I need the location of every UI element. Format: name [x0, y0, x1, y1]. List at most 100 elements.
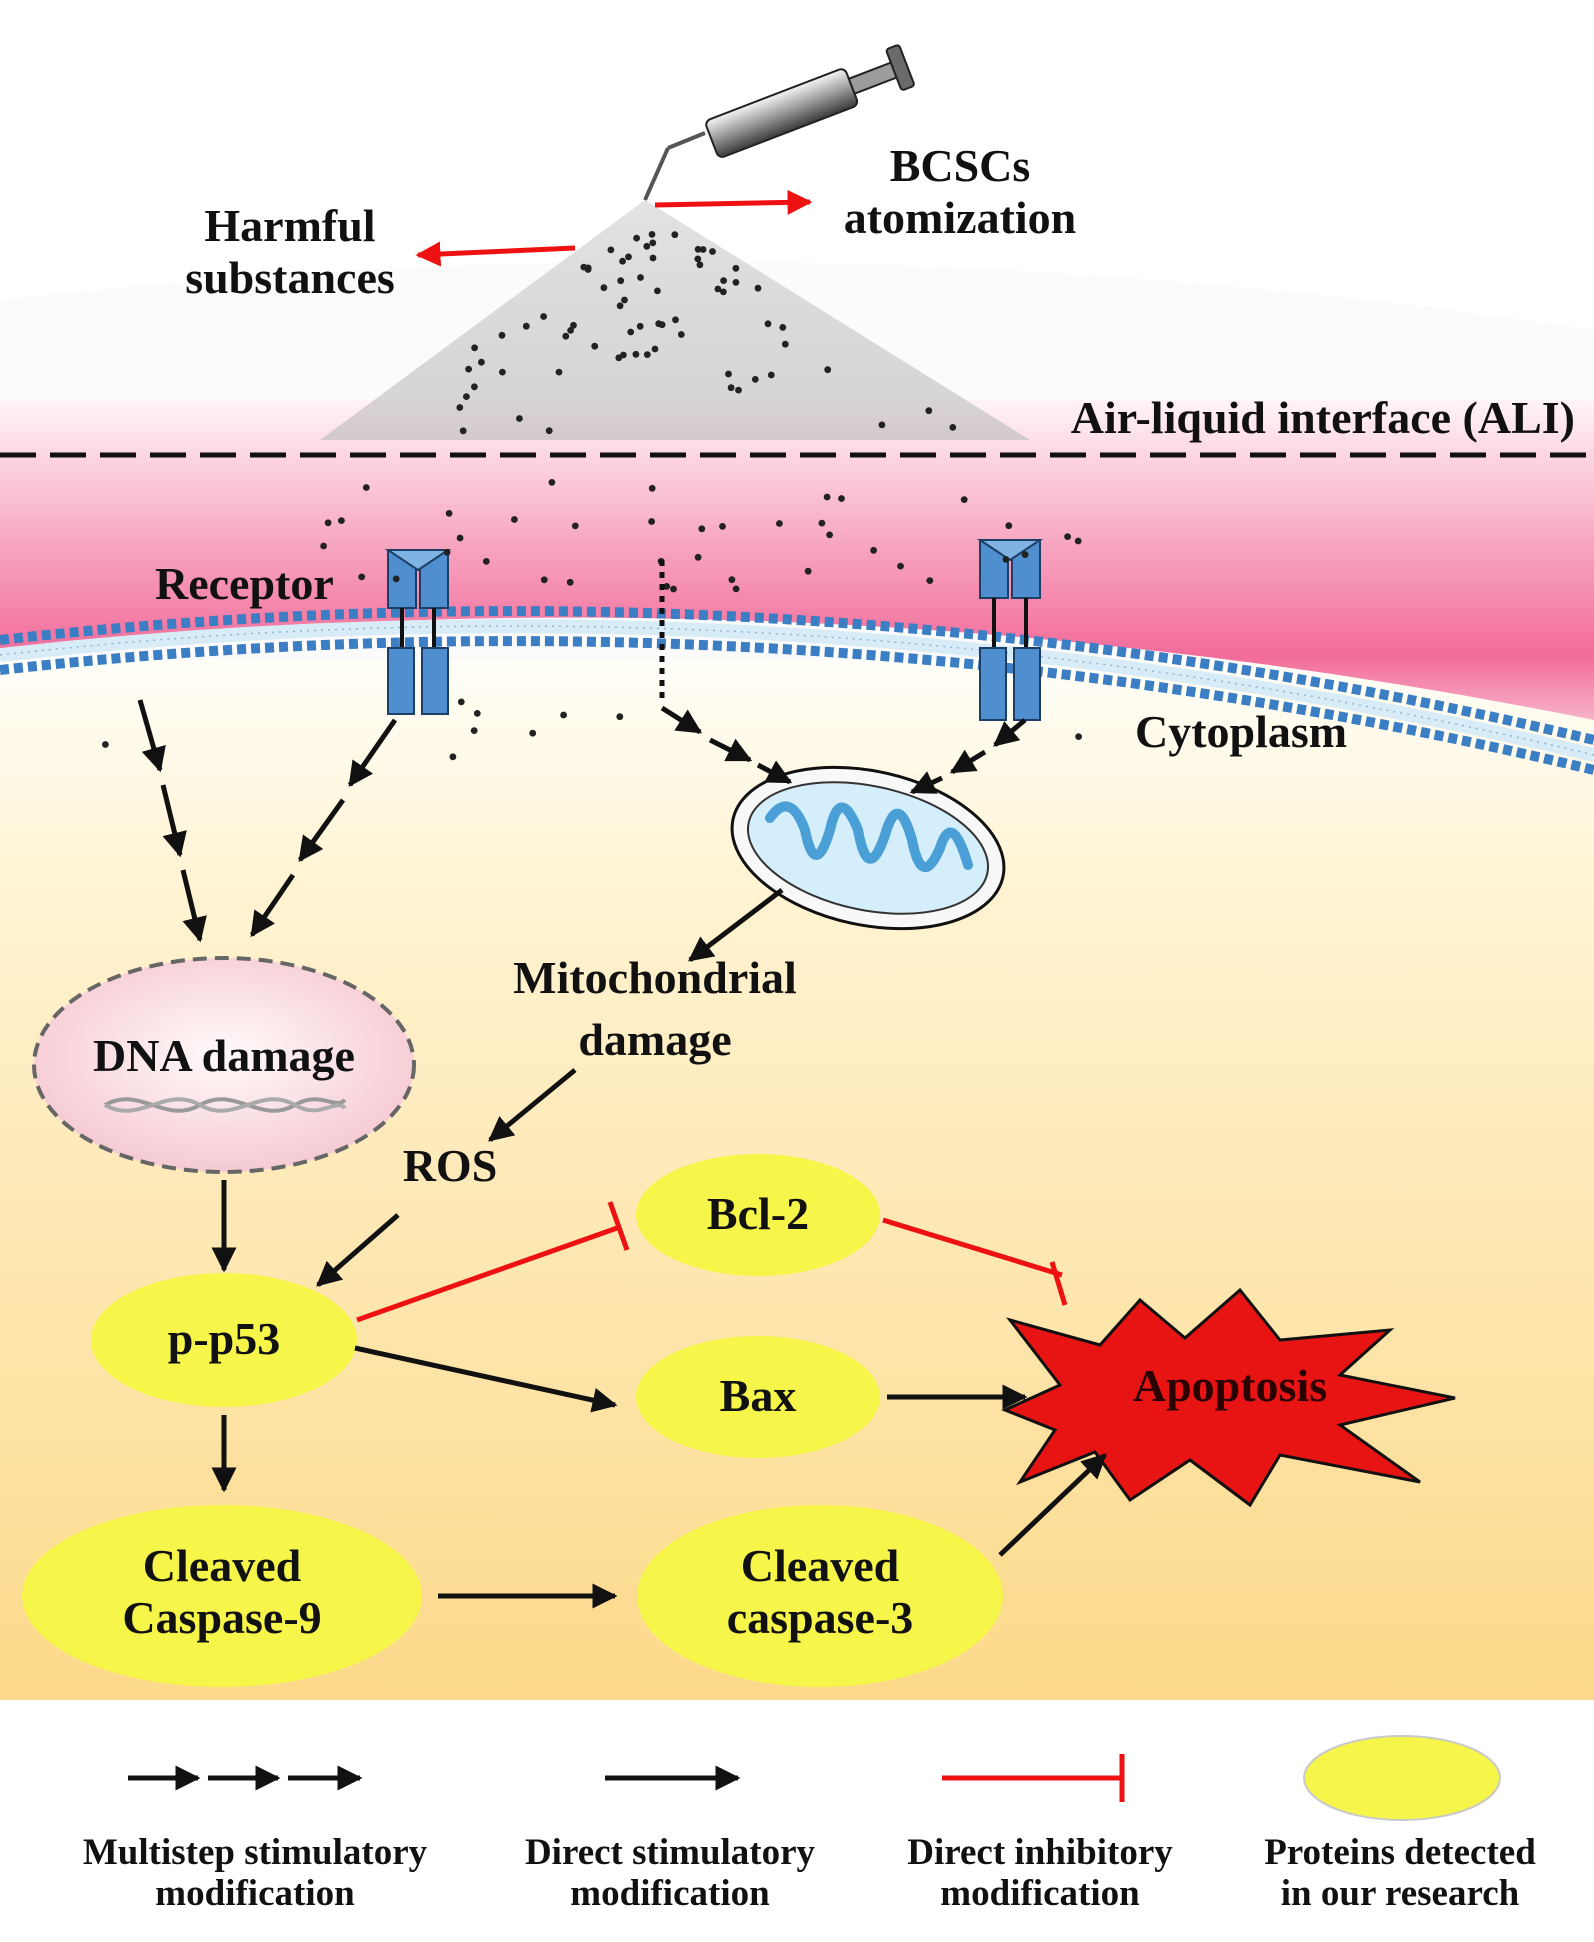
aerosol-droplet: [655, 320, 663, 328]
aerosol-droplet: [720, 277, 727, 284]
aerosol-droplet: [1005, 522, 1013, 530]
aerosol-droplet: [498, 331, 506, 339]
multistep-arrow: [993, 718, 1027, 747]
aerosol-droplet: [677, 331, 685, 338]
aerosol-droplet: [897, 562, 904, 570]
caspase3-to-apoptosis-arrow: [998, 1453, 1107, 1557]
aerosol-droplet: [591, 342, 599, 350]
aerosol-droplet: [615, 354, 623, 362]
aerosol-droplet: [562, 332, 570, 340]
ali-label: Air-liquid interface (ALI): [1070, 392, 1575, 443]
aerosol-droplet: [358, 573, 366, 581]
aerosol-droplet: [781, 340, 789, 348]
aerosol-droplet: [1002, 556, 1010, 563]
aerosol-droplet: [632, 350, 640, 358]
multistep-arrow: [708, 737, 753, 763]
aerosol-droplet: [636, 322, 644, 330]
bcl2-inhibits-apoptosis-line: [882, 1217, 1063, 1278]
aerosol-droplet: [560, 711, 567, 719]
damage-to-ros-arrow: [488, 1068, 577, 1142]
pp53-label: p-p53: [167, 1313, 281, 1364]
aerosol-droplet: [925, 407, 933, 415]
aerosol-droplet: [463, 393, 470, 400]
aerosol-droplet: [824, 366, 832, 374]
aerosol-droplet: [672, 316, 679, 324]
aerosol-droplet: [699, 246, 707, 253]
ros-label: ROS: [402, 1140, 498, 1191]
aerosol-droplet: [764, 320, 772, 328]
mito-to-damage-arrow: [688, 888, 784, 962]
pp53-inhibits-bcl2-line: [356, 1224, 621, 1323]
aerosol-droplet: [570, 321, 577, 329]
aerosol-droplet: [470, 727, 478, 734]
aerosol-droplet: [1021, 551, 1029, 558]
receptor-icon: [384, 549, 452, 715]
aerosol-droplet: [1064, 533, 1071, 540]
bcl2-label: Bcl-2: [706, 1188, 810, 1239]
harmful-red-arrow: [415, 241, 576, 267]
aerosol-droplet: [767, 371, 775, 379]
inhibition-bar: [1049, 1261, 1068, 1306]
aerosol-droplet: [727, 384, 735, 392]
aerosol-droplet: [545, 427, 553, 435]
aerosol-droplet: [709, 248, 716, 255]
aerosol-droplet: [102, 741, 109, 748]
dna-damage-node: [32, 956, 416, 1174]
aerosol-droplet: [571, 522, 579, 530]
aerosol-droplet: [720, 288, 727, 296]
aerosol-droplet: [643, 351, 651, 358]
receptor-icon: [976, 539, 1044, 721]
multistep-arrow: [137, 699, 166, 773]
receptor-label: Receptor: [155, 558, 334, 609]
aerosol-droplet: [600, 284, 608, 292]
aerosol-droplet: [456, 534, 464, 542]
aerosol-particles: [102, 231, 1082, 761]
atomization-red-arrow: [654, 189, 813, 215]
aerosol-droplet: [465, 365, 472, 373]
aerosol-droplet: [651, 345, 659, 353]
multistep-arrow: [347, 718, 398, 788]
aerosol-droplet: [926, 577, 934, 584]
aerosol-droplet: [649, 254, 657, 262]
aerosol-droplet: [826, 531, 833, 539]
mitochondrion-icon: [730, 765, 1006, 931]
aerosol-droplet: [870, 546, 877, 554]
legend-panel: [0, 1700, 1594, 1942]
aerosol-droplet: [694, 255, 702, 263]
pp53-node: [91, 1273, 357, 1407]
apoptosis-burst-icon: [1001, 1287, 1456, 1508]
aerosol-droplet: [776, 520, 783, 527]
multistep-arrow: [756, 760, 793, 785]
aerosol-droplet: [670, 585, 677, 593]
dna-damage-label: DNA damage: [93, 1030, 355, 1081]
aerosol-droplet: [540, 576, 548, 584]
aerosol-droplet: [621, 296, 628, 304]
inhibition-bar: [607, 1201, 630, 1251]
aerosol-droplet: [694, 245, 702, 253]
extracellular-fluid-layer: [0, 400, 1594, 720]
aerosol-droplet: [714, 285, 722, 293]
aerosol-droplet: [694, 553, 702, 561]
lipid-bilayer-icon: [0, 606, 1594, 775]
multistep-arrow: [909, 771, 944, 795]
aerosol-droplet: [457, 698, 465, 706]
aerosol-droplet: [732, 279, 740, 286]
aerosol-droplet: [529, 729, 537, 737]
multistep-arrow: [160, 784, 187, 858]
aerosol-droplet: [725, 370, 732, 378]
aerosol-droplet: [617, 277, 625, 285]
syringe-icon: [643, 44, 915, 201]
aerosol-droplet: [648, 231, 656, 238]
aerosol-droplet: [459, 427, 467, 435]
aerosol-droplet: [754, 284, 762, 292]
aerosol-droplet: [671, 231, 679, 239]
aerosol-droplet: [804, 567, 812, 575]
multistep-arrow: [660, 705, 703, 735]
aerosol-droplet: [616, 713, 624, 721]
aerosol-droplet: [522, 322, 530, 330]
